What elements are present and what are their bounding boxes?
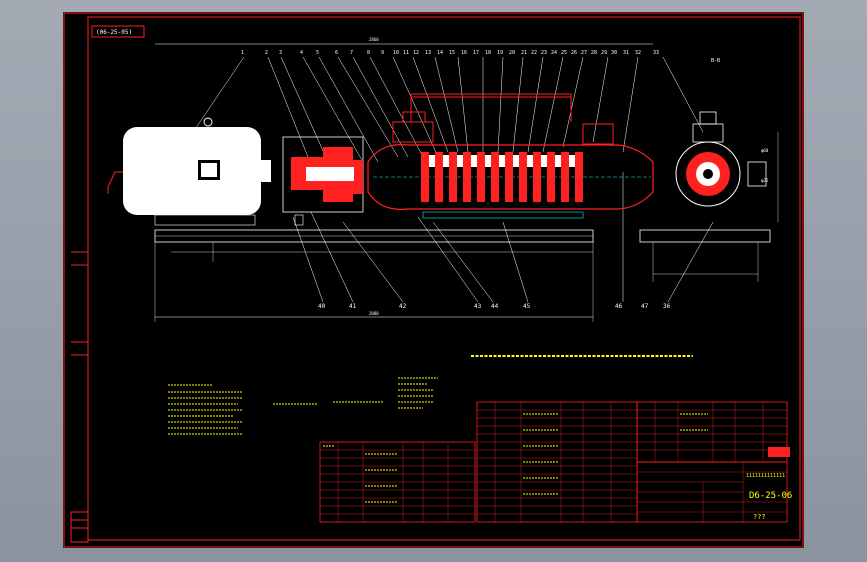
svg-text:21: 21 — [521, 50, 527, 56]
technical-notes — [168, 377, 438, 435]
svg-text:47: 47 — [641, 303, 649, 310]
svg-text:23: 23 — [541, 50, 547, 56]
svg-text:17: 17 — [473, 50, 479, 56]
svg-text:45: 45 — [523, 303, 531, 310]
svg-text:41: 41 — [349, 303, 357, 310]
corner-tag-box — [91, 25, 145, 38]
svg-text:27: 27 — [581, 50, 587, 56]
top-dimension: 2860 — [369, 37, 379, 42]
svg-text:32: 32 — [635, 50, 641, 56]
svg-text:4: 4 — [300, 50, 303, 56]
corner-tag: (06-25-05) — [96, 29, 132, 36]
svg-text:2: 2 — [265, 50, 268, 56]
svg-text:44: 44 — [491, 303, 499, 310]
svg-text:8: 8 — [367, 50, 370, 56]
svg-text:22: 22 — [531, 50, 537, 56]
pump-casing — [367, 144, 654, 210]
svg-text:46: 46 — [615, 303, 623, 310]
svg-text:φ25: φ25 — [761, 178, 769, 183]
inner-border — [87, 16, 801, 541]
svg-text:20: 20 — [509, 50, 515, 56]
drawing-sheet[interactable]: (06-25-05) 2860 — [63, 12, 804, 548]
svg-text:26: 26 — [571, 50, 577, 56]
svg-text:15: 15 — [449, 50, 455, 56]
svg-text:43: 43 — [474, 303, 482, 310]
svg-text:13: 13 — [425, 50, 431, 56]
impeller-stages — [421, 152, 583, 202]
svg-text:14: 14 — [437, 50, 443, 56]
parts-table-right — [636, 401, 788, 463]
svg-text:φ60: φ60 — [761, 148, 769, 153]
motor-body — [123, 127, 261, 215]
svg-text:24: 24 — [551, 50, 557, 56]
svg-text:36: 36 — [663, 303, 671, 310]
svg-text:30: 30 — [611, 50, 617, 56]
svg-text:28: 28 — [591, 50, 597, 56]
outer-border — [63, 12, 804, 548]
svg-text:7: 7 — [350, 50, 353, 56]
title-extra-mark: ??? — [753, 513, 766, 521]
drawing-number: D6-25-06 — [749, 491, 792, 501]
callouts-bottom: 40 41 42 43 44 45 46 47 36 — [318, 303, 671, 310]
svg-text:31: 31 — [623, 50, 629, 56]
svg-text:3: 3 — [279, 50, 282, 56]
svg-text:33: 33 — [653, 50, 659, 56]
binding-box — [70, 511, 89, 543]
svg-text:16: 16 — [461, 50, 467, 56]
code-line: 1111111111111 — [746, 473, 785, 479]
section-label: B-B — [711, 58, 720, 64]
drawing-canvas: (06-25-05) 2860 — [63, 12, 804, 548]
svg-text:10: 10 — [393, 50, 399, 56]
svg-text:19: 19 — [497, 50, 503, 56]
svg-text:1: 1 — [241, 50, 244, 56]
svg-text:12: 12 — [413, 50, 419, 56]
svg-text:9: 9 — [381, 50, 384, 56]
side-view-base — [639, 229, 771, 243]
svg-text:6: 6 — [335, 50, 338, 56]
callout-leaders — [182, 56, 714, 303]
svg-text:40: 40 — [318, 303, 326, 310]
svg-text:29: 29 — [601, 50, 607, 56]
svg-text:5: 5 — [316, 50, 319, 56]
svg-text:11: 11 — [403, 50, 409, 56]
callouts-top: 1 2 3 4 5 6 7 8 9 10 11 12 13 14 15 16 1… — [241, 50, 659, 56]
svg-text:42: 42 — [399, 303, 407, 310]
bottom-dimension: 2080 — [369, 311, 379, 316]
svg-text:25: 25 — [561, 50, 567, 56]
svg-text:18: 18 — [485, 50, 491, 56]
